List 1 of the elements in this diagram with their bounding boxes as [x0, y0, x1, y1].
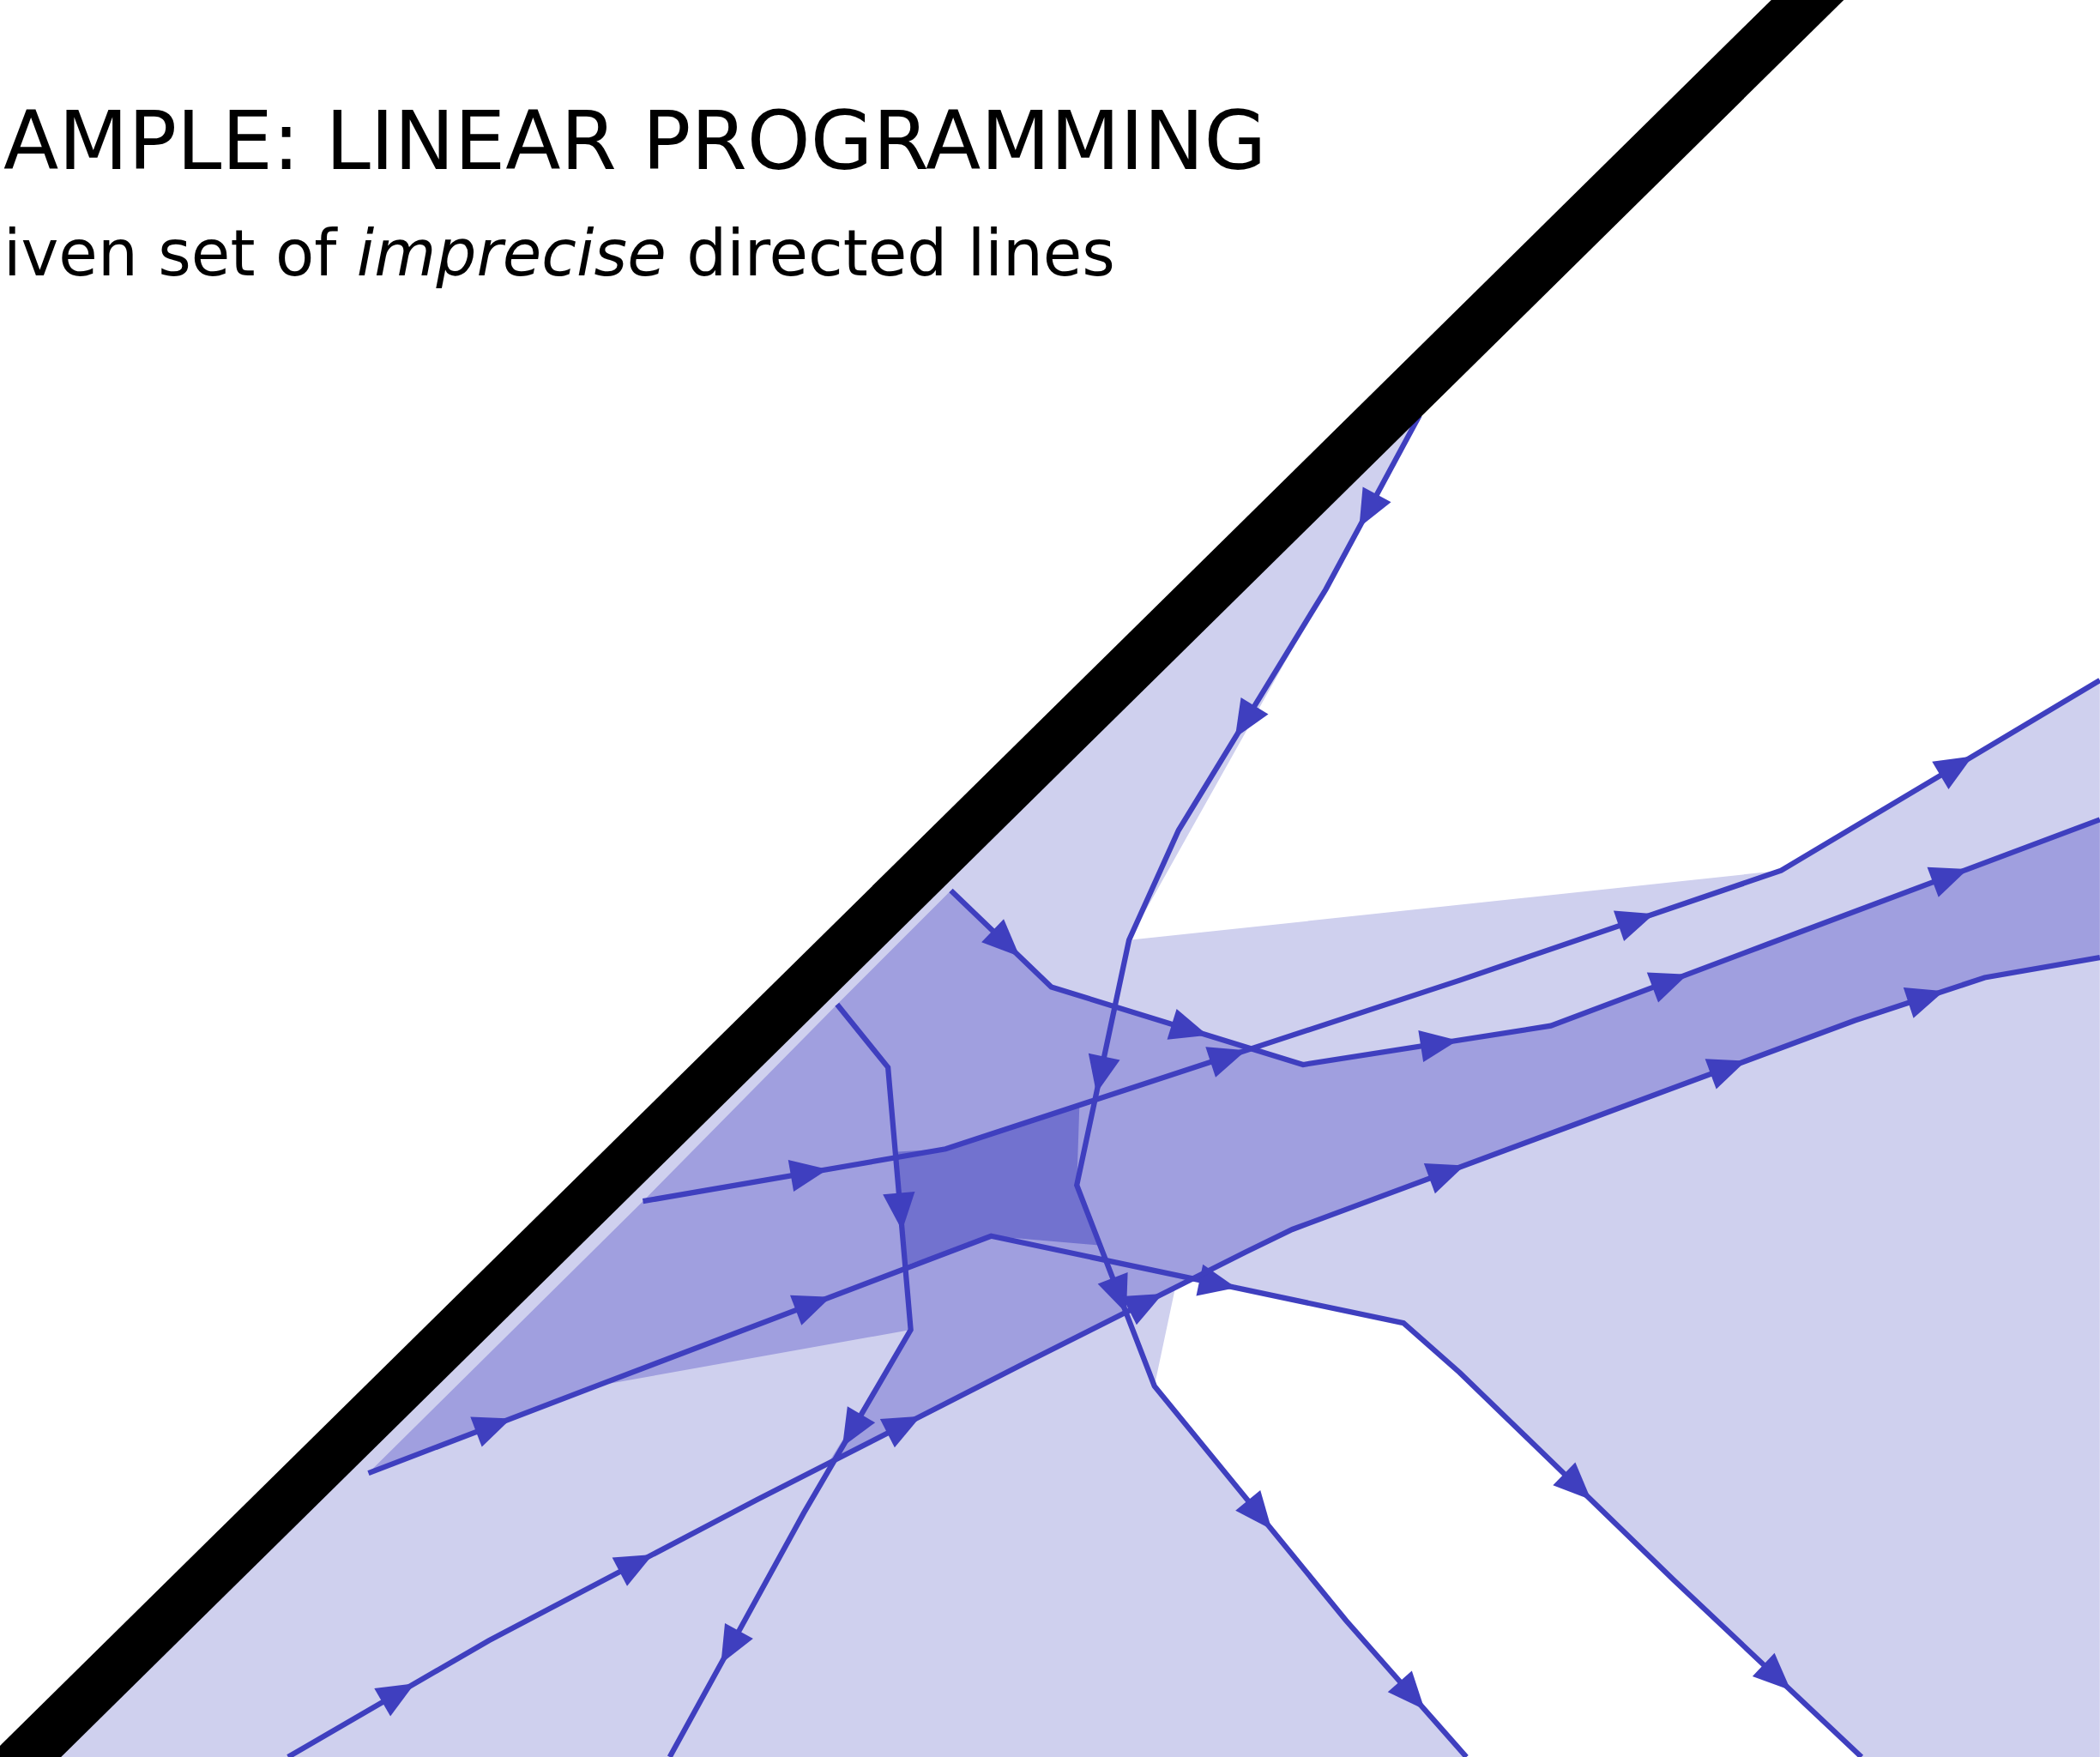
title: AMPLE: LINEAR PROGRAMMING [3, 101, 1267, 182]
